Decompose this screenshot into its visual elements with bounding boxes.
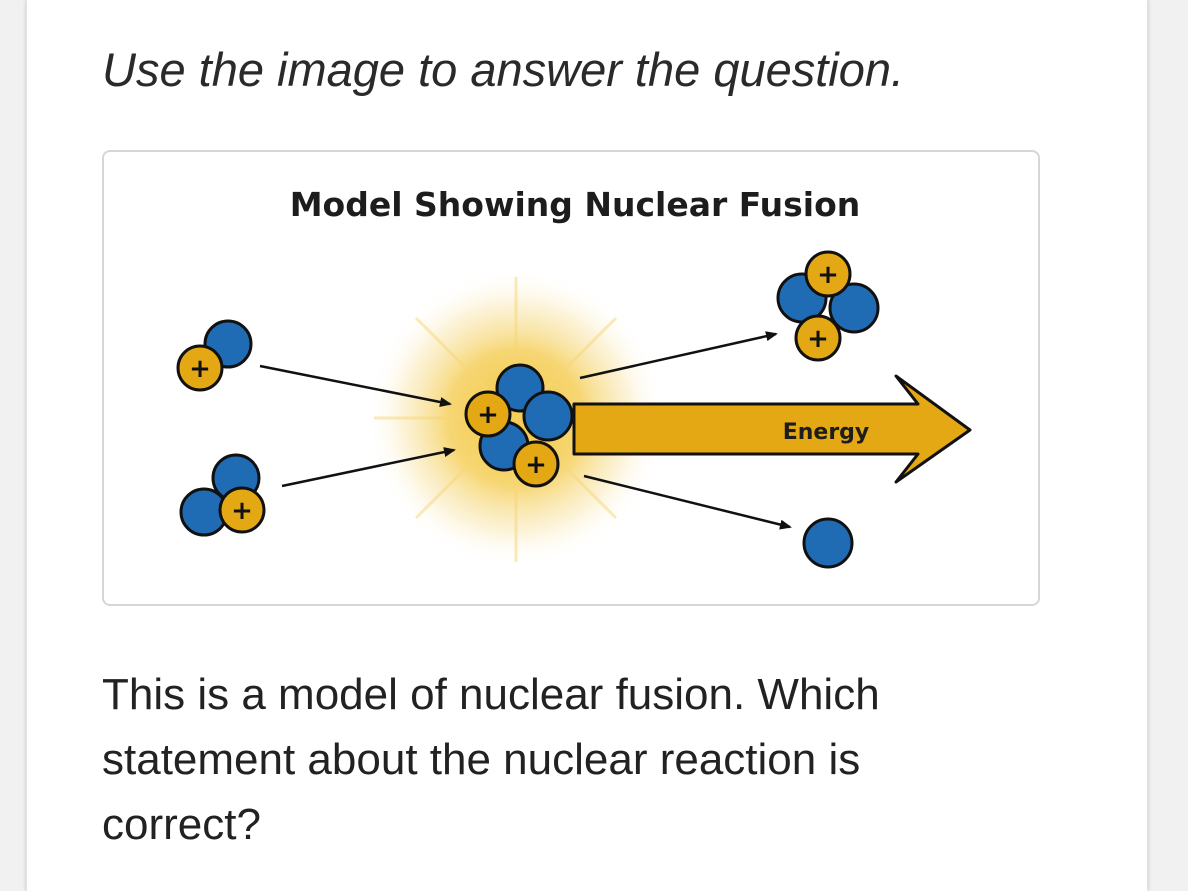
question-card: Use the image to answer the question. Mo… [26, 0, 1148, 891]
fused-nucleus: + + [464, 363, 574, 488]
reactant-arrow-bottom [281, 447, 456, 488]
fusion-figure: Model Showing Nuclear Fusion [102, 150, 1040, 606]
figure-title: Model Showing Nuclear Fusion [290, 185, 861, 224]
free-neutron [802, 517, 854, 569]
proton-plus-icon: + [231, 496, 253, 526]
instruction-text: Use the image to answer the question. [102, 43, 905, 96]
product-arrow-neutron [583, 474, 792, 530]
proton-plus-icon: + [477, 400, 499, 430]
product-arrow-helium [579, 331, 778, 380]
proton-plus-icon: + [189, 354, 211, 384]
tritium-nucleus-bottom: + [179, 453, 266, 537]
proton-plus-icon: + [525, 450, 547, 480]
fusion-diagram: Model Showing Nuclear Fusion [176, 185, 972, 569]
question-text: This is a model of nuclear fusion. Which… [102, 670, 880, 849]
reactant-arrow-top [259, 364, 452, 407]
deuterium-nucleus-top: + [176, 319, 253, 392]
helium-nucleus: + + [776, 250, 880, 362]
energy-arrow-icon [572, 374, 972, 484]
proton-plus-icon: + [807, 324, 829, 354]
energy-label: Energy [783, 420, 870, 445]
proton-plus-icon: + [817, 260, 839, 290]
